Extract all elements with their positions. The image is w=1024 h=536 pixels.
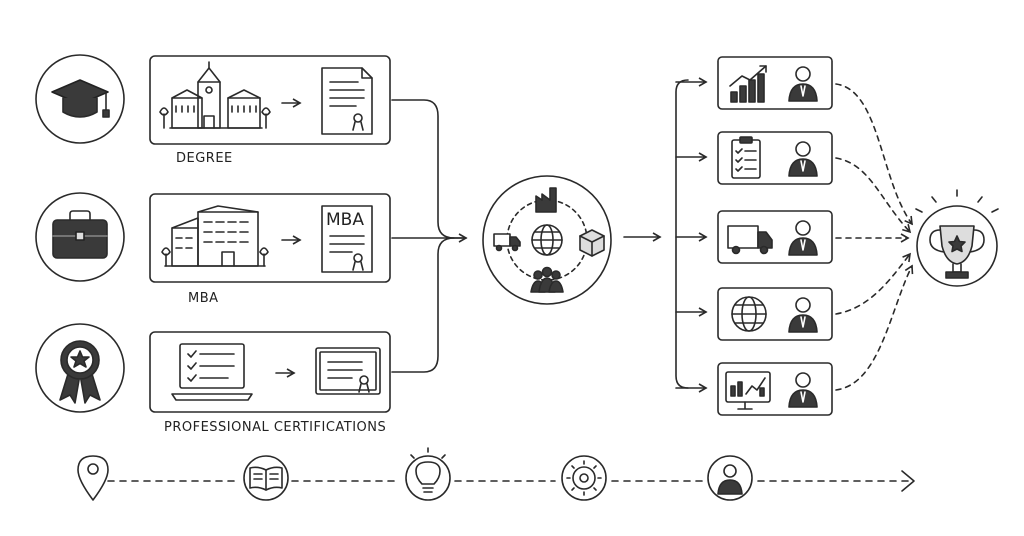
degree-connector xyxy=(391,99,467,239)
branch-trunk xyxy=(675,79,689,389)
team-people-icon xyxy=(530,266,564,293)
global-hub-icon xyxy=(482,175,612,305)
trophy-icon xyxy=(915,189,999,287)
timeline xyxy=(77,447,915,501)
mba-box xyxy=(149,193,391,283)
role-box-dashboard xyxy=(717,362,833,416)
person-icon xyxy=(788,372,818,408)
bar-chart-growth-icon xyxy=(729,65,767,103)
role-box-logistics xyxy=(717,210,833,264)
open-book-icon xyxy=(243,455,289,501)
globe-icon xyxy=(531,224,563,256)
mba-document-text: MBA xyxy=(326,210,364,230)
location-pin-icon xyxy=(77,455,109,501)
monitor-dashboard-icon xyxy=(725,371,771,410)
laptop-checklist-icon xyxy=(171,343,253,401)
package-icon xyxy=(579,229,605,257)
success-paths xyxy=(835,83,914,391)
role-box-global xyxy=(717,287,833,341)
professional-certifications-label: PROFESSIONAL CERTIFICATIONS xyxy=(164,420,387,435)
globe-icon xyxy=(731,296,767,332)
award-ribbon-icon xyxy=(35,323,125,413)
diploma-document-icon xyxy=(321,67,373,135)
university-building-icon xyxy=(159,61,271,129)
graduation-cap-icon xyxy=(35,54,125,144)
person-icon xyxy=(788,141,818,177)
degree-box xyxy=(149,55,391,145)
factory-icon xyxy=(535,187,557,213)
certifications-box xyxy=(149,331,391,413)
delivery-truck-icon xyxy=(727,225,773,255)
degree-label: DEGREE xyxy=(176,151,233,166)
role-box-checklist xyxy=(717,131,833,185)
person-icon xyxy=(788,297,818,333)
clipboard-checklist-icon xyxy=(731,136,761,179)
briefcase-icon xyxy=(35,192,125,282)
person-icon xyxy=(707,455,753,501)
mba-label: MBA xyxy=(188,291,219,306)
gear-icon xyxy=(561,455,607,501)
office-building-icon xyxy=(161,205,269,267)
cert-connector xyxy=(391,237,455,373)
truck-icon xyxy=(493,233,521,252)
lightbulb-icon xyxy=(405,447,451,501)
person-icon xyxy=(788,66,818,102)
mba-diploma-icon xyxy=(321,205,373,273)
person-icon xyxy=(788,220,818,256)
certificate-icon xyxy=(315,347,381,395)
role-box-analytics xyxy=(717,56,833,110)
